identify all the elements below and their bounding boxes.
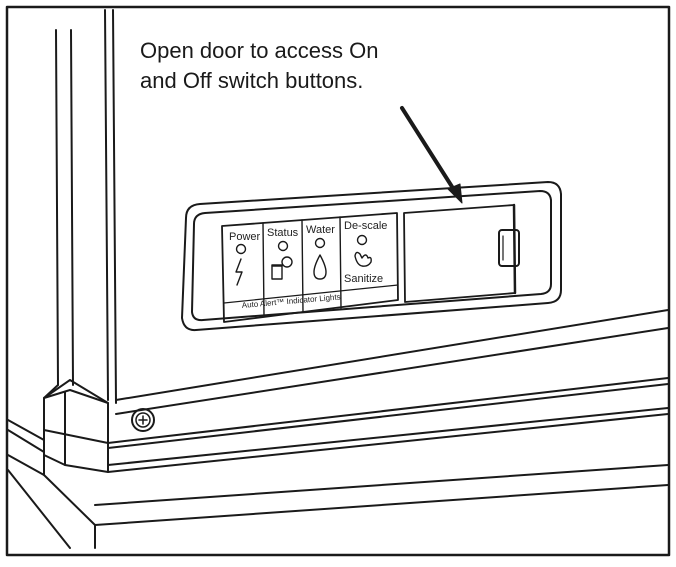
power-led — [235, 243, 247, 255]
control-panel-bezel — [181, 181, 562, 332]
status-led — [277, 240, 289, 252]
corner-bumper — [43, 379, 109, 473]
left-cabinet-panel — [43, 9, 117, 431]
power-label: Power — [229, 231, 261, 243]
descale-label: De-scale — [344, 220, 387, 232]
indicator-panel — [221, 212, 399, 323]
water-drop-icon — [313, 254, 327, 280]
screw-icon — [131, 408, 155, 432]
sanitize-label: Sanitize — [344, 273, 383, 285]
water-led — [314, 237, 326, 249]
callout-line-1: Open door to access On — [140, 38, 379, 63]
callout-line-2: and Off switch buttons. — [140, 68, 364, 93]
status-label: Status — [267, 227, 299, 239]
water-label: Water — [306, 224, 335, 236]
indicator-leds — [235, 234, 368, 255]
access-door[interactable] — [403, 203, 520, 303]
descale-hand-icon — [354, 251, 372, 267]
door-latch-handle[interactable] — [498, 229, 520, 267]
callout-text: Open door to access On and Off switch bu… — [140, 36, 520, 96]
power-bolt-icon — [235, 258, 243, 286]
descale-led — [356, 234, 368, 246]
status-bottle-icon — [271, 256, 293, 280]
base-tray — [7, 419, 669, 549]
indicator-lights-caption: Auto Alert™ Indicator Lights — [241, 292, 341, 310]
figure-border — [5, 5, 671, 557]
callout-arrow — [400, 106, 463, 204]
housing-edges — [107, 309, 669, 473]
